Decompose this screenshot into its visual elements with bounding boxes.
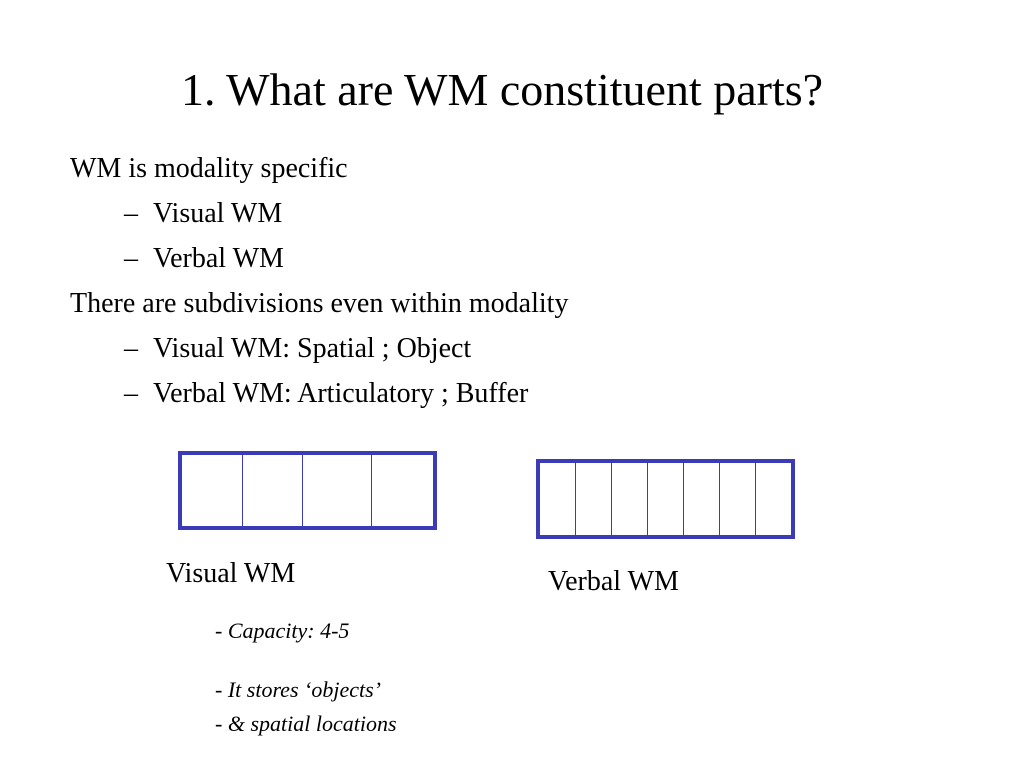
verbal-wm-caption: Verbal WM (548, 566, 679, 597)
slide-title: 1. What are WM constituent parts? (180, 64, 824, 115)
memory-slot (648, 463, 684, 535)
bullet-text: WM is modality specific (70, 153, 348, 184)
bullet-level1: WM is modality specific (70, 153, 348, 185)
note-text: & spatial locations (227, 711, 397, 736)
bullet-level2: –Verbal WM: Articulatory ; Buffer (124, 378, 528, 410)
note-prefix: - (215, 677, 228, 702)
capacity-note: - Capacity: 4-5 (215, 618, 349, 644)
dash-marker: – (124, 243, 138, 274)
bullet-text: Visual WM (153, 198, 283, 229)
memory-slot (372, 455, 433, 526)
memory-slot (756, 463, 791, 535)
note-prefix: - (215, 618, 228, 643)
memory-slot (612, 463, 648, 535)
spatial-locations-note: - & spatial locations (215, 711, 397, 737)
note-text: Capacity: 4-5 (227, 618, 350, 643)
stores-objects-note: - It stores ‘objects’ (215, 677, 381, 703)
dash-marker: – (124, 198, 138, 229)
bullet-text: Verbal WM (153, 243, 284, 274)
memory-slot (540, 463, 576, 535)
memory-slot (684, 463, 720, 535)
memory-slot (576, 463, 612, 535)
visual-wm-caption: Visual WM (166, 558, 296, 589)
bullet-level2: –Visual WM: Spatial ; Object (124, 333, 471, 365)
dash-marker: – (124, 378, 138, 409)
bullet-text: Visual WM: Spatial ; Object (153, 333, 472, 364)
bullet-text: Verbal WM: Articulatory ; Buffer (153, 378, 529, 409)
bullet-level2: –Verbal WM (124, 243, 284, 275)
memory-slot (303, 455, 372, 526)
note-prefix: - (215, 711, 228, 736)
memory-slot (243, 455, 303, 526)
visual-wm-box (178, 451, 437, 530)
note-text: It stores ‘objects’ (227, 677, 381, 702)
memory-slot (182, 455, 243, 526)
bullet-level2: –Visual WM (124, 198, 282, 230)
bullet-level1: There are subdivisions even within modal… (70, 288, 568, 320)
memory-slot (720, 463, 756, 535)
verbal-wm-box (536, 459, 795, 539)
bullet-text: There are subdivisions even within modal… (70, 288, 569, 319)
dash-marker: – (124, 333, 138, 364)
